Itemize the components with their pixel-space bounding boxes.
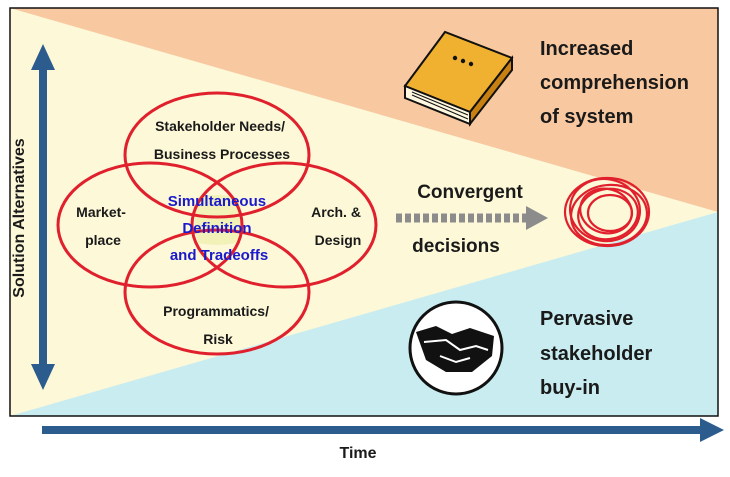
panel-border [9,7,719,417]
convergent-label-line1: Convergent [417,182,523,203]
venn-center-line1: Simultaneous [168,193,266,210]
venn-label-top: Stakeholder Needs/ Business Processes [154,118,290,162]
x-axis-label: Time [339,445,376,462]
y-axis-arrow [31,44,55,390]
outcome-top-line2: comprehension [540,72,689,94]
venn-right-line1: Arch. & [311,204,361,220]
orange-band [10,8,718,212]
y-axis-label: Solution Alternatives [11,138,28,298]
venn-left-line2: place [85,232,121,248]
venn-left-line1: Market- [76,204,126,220]
venn-top-line1: Stakeholder Needs/ [155,118,285,134]
venn-label-right: Arch. & Design [311,204,365,248]
venn-center-fill [195,195,240,245]
outcome-bottom-line3: buy-in [540,377,600,399]
x-axis-arrow [42,418,724,442]
venn-label-left: Market- place [76,204,130,248]
outcome-bottom-line2: stakeholder [540,343,652,365]
background-bands [10,8,718,416]
venn-center-line2: Definition [182,220,251,237]
venn-center-line3: and Tradeoffs [170,247,268,264]
handshake-icon [408,300,504,396]
outcome-top-line3: of system [540,106,633,128]
venn-top-line2: Business Processes [154,146,290,162]
venn-label-bottom: Programmatics/ Risk [163,303,273,347]
outcome-bottom-line1: Pervasive [540,308,633,330]
venn-bottom-line2: Risk [203,331,233,347]
venn-circle-right [190,161,378,289]
venn-circle-bottom [123,228,311,356]
outcome-bottom: Pervasive stakeholder buy-in [540,308,658,399]
venn-bottom-line1: Programmatics/ [163,303,269,319]
venn-circle-left [56,161,244,289]
outcome-top-line1: Increased [540,38,633,60]
book-icon [403,30,514,127]
venn-label-center: Simultaneous Definition and Tradeoffs [168,193,271,264]
blue-band [10,212,718,416]
convergent-label-line2: decisions [412,236,500,257]
dashed-arrow [396,206,548,230]
outcome-top: Increased comprehension of system [540,38,694,128]
converged-scribble-icon [563,176,651,248]
venn-circle-top [123,91,311,219]
venn-circles [56,91,378,356]
venn-right-line2: Design [315,232,362,248]
